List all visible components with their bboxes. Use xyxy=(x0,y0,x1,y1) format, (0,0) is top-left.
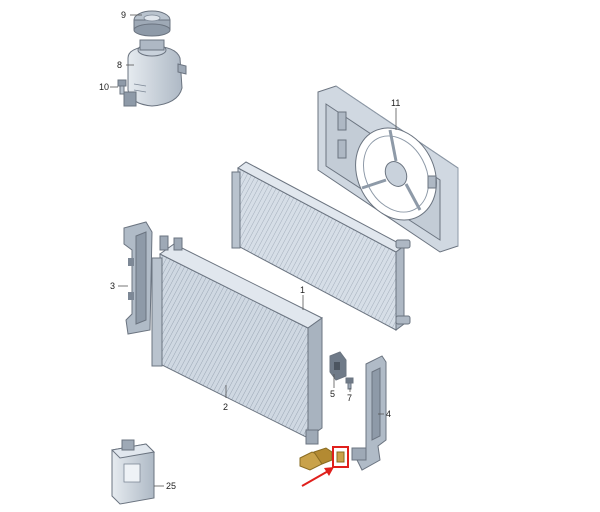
callout-labels: 9 8 10 11 1 3 2 5 7 4 25 xyxy=(99,10,400,491)
highlight-arrow xyxy=(301,467,334,487)
condenser xyxy=(231,161,411,331)
rubber-mount xyxy=(329,351,347,381)
callout-2: 2 xyxy=(223,402,228,412)
coolant-container xyxy=(110,439,156,505)
fan-shroud xyxy=(317,85,459,253)
callout-1: 1 xyxy=(300,285,305,295)
leader-lines xyxy=(110,14,397,487)
callout-11: 11 xyxy=(391,98,400,108)
expansion-tank-cap xyxy=(133,10,171,37)
callout-3: 3 xyxy=(110,281,115,291)
mounting-screw xyxy=(345,377,354,390)
right-air-guide xyxy=(351,355,387,471)
callout-10: 10 xyxy=(99,82,109,92)
retaining-clip xyxy=(299,447,345,471)
highlight-box xyxy=(332,446,349,468)
callout-7: 7 xyxy=(347,393,352,403)
tank-screw xyxy=(117,79,127,95)
callout-25: 25 xyxy=(166,481,176,491)
callout-4: 4 xyxy=(386,409,391,419)
callout-9: 9 xyxy=(121,10,126,20)
callout-8: 8 xyxy=(117,60,122,70)
radiator xyxy=(151,235,323,445)
callout-5: 5 xyxy=(330,389,335,399)
left-air-guide xyxy=(123,221,153,335)
expansion-tank xyxy=(123,39,187,107)
